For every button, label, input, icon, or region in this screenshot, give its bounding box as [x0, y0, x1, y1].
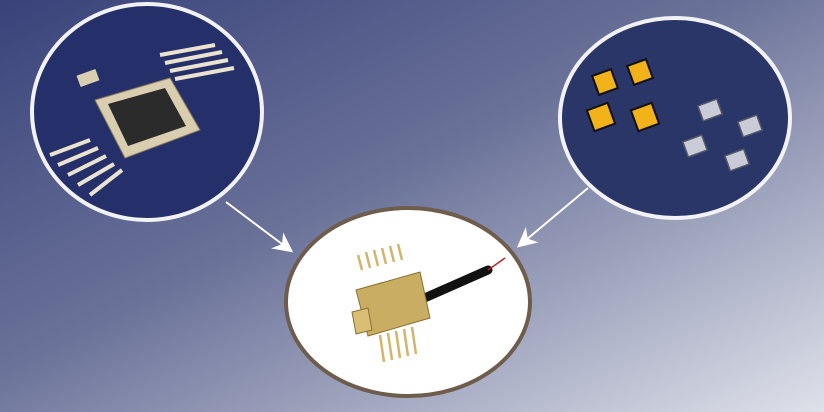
butterfly-package-circle — [30, 2, 264, 222]
silver-chip-icon — [681, 98, 764, 172]
arrow-right-to-module — [516, 187, 589, 248]
butterfly-package-icon — [49, 43, 235, 197]
yellow-chip-icon — [585, 57, 661, 133]
laser-module-circle — [284, 206, 532, 398]
arrow-left-to-module — [225, 201, 294, 253]
laser-module-icon — [351, 243, 506, 363]
laser-chips-circle — [558, 16, 792, 220]
